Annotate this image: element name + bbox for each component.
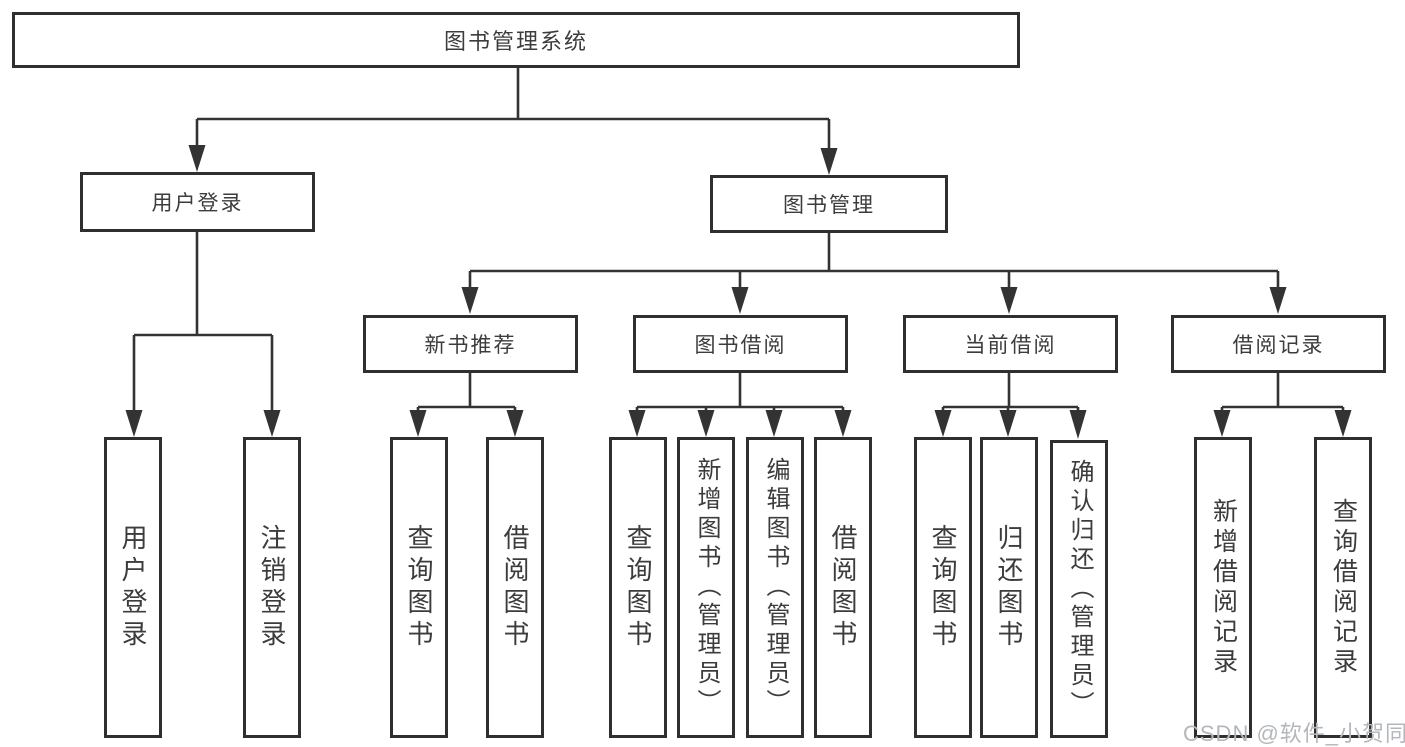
node-label: 用户登录 xyxy=(151,192,244,215)
node-root-library-management-system: 图书管理系统 xyxy=(12,12,1020,68)
arrowheads xyxy=(125,145,1352,439)
arrowhead-icon xyxy=(834,410,852,437)
arrowhead-icon xyxy=(1213,410,1231,437)
leaf-edit-books-admin: 编辑图书（管理员） xyxy=(746,437,804,738)
leaf-label: 新增图书（管理员） xyxy=(693,457,720,718)
leaf-label: 编辑图书（管理员） xyxy=(762,457,789,718)
arrowhead-icon xyxy=(1269,287,1287,314)
arrowhead-icon xyxy=(461,287,479,314)
node-label: 新书推荐 xyxy=(424,334,517,357)
leaf-label: 查询图书 xyxy=(928,523,958,652)
watermark: CSDN @软件_小贺同学 xyxy=(1183,721,1405,746)
arrowhead-icon xyxy=(409,410,427,437)
arrowhead-icon xyxy=(1334,410,1352,437)
leaf-user-login: 用户登录 xyxy=(104,437,162,738)
arrowhead-icon xyxy=(506,410,524,437)
node-new-book-recommendation: 新书推荐 xyxy=(363,315,578,373)
arrowhead-icon xyxy=(188,145,206,172)
arrowhead-icon xyxy=(765,410,783,437)
node-label: 借阅记录 xyxy=(1232,334,1325,357)
node-label: 当前借阅 xyxy=(964,334,1057,357)
leaf-add-borrow-record: 新增借阅记录 xyxy=(1194,437,1252,738)
leaf-borrow-books-borrowing: 借阅图书 xyxy=(814,437,872,738)
leaf-label: 新增借阅记录 xyxy=(1209,497,1238,678)
leaf-label: 用户登录 xyxy=(118,523,148,652)
arrowhead-icon xyxy=(999,410,1017,437)
node-current-borrowing: 当前借阅 xyxy=(903,315,1118,373)
arrowhead-icon xyxy=(125,410,143,437)
arrowhead-icon xyxy=(628,410,646,437)
arrowhead-icon xyxy=(1000,287,1018,314)
node-label: 图书管理系统 xyxy=(443,29,588,54)
node-label: 图书借阅 xyxy=(694,334,787,357)
arrowhead-icon xyxy=(697,410,715,437)
leaf-label: 借阅图书 xyxy=(500,523,530,652)
arrowhead-icon xyxy=(1069,410,1087,439)
node-user-login: 用户登录 xyxy=(80,172,315,232)
node-book-borrowing: 图书借阅 xyxy=(633,315,848,373)
connector-lines xyxy=(132,68,1345,412)
leaf-query-borrow-record: 查询借阅记录 xyxy=(1314,437,1372,738)
leaf-return-books: 归还图书 xyxy=(980,437,1038,738)
leaf-label: 借阅图书 xyxy=(828,523,858,652)
leaf-logout: 注销登录 xyxy=(243,437,301,738)
leaf-label: 注销登录 xyxy=(257,523,287,652)
arrowhead-icon xyxy=(263,410,281,437)
leaf-query-books-borrowing: 查询图书 xyxy=(609,437,667,738)
leaf-label: 查询借阅记录 xyxy=(1329,497,1358,678)
leaf-label: 查询图书 xyxy=(404,523,434,652)
leaf-label: 归还图书 xyxy=(994,523,1024,652)
node-borrowing-records: 借阅记录 xyxy=(1171,315,1386,373)
node-label: 图书管理 xyxy=(783,194,875,217)
leaf-label: 确认归还（管理员） xyxy=(1066,458,1093,720)
arrowhead-icon xyxy=(820,148,838,175)
leaf-query-books-recommend: 查询图书 xyxy=(390,437,448,738)
arrowhead-icon xyxy=(934,410,952,437)
leaf-add-books-admin: 新增图书（管理员） xyxy=(677,437,735,738)
leaf-confirm-return-admin: 确认归还（管理员） xyxy=(1050,440,1108,738)
leaf-query-books-current: 查询图书 xyxy=(914,437,972,738)
node-book-management: 图书管理 xyxy=(710,175,948,233)
leaf-borrow-books-recommend: 借阅图书 xyxy=(486,437,544,738)
arrowhead-icon xyxy=(731,287,749,314)
leaf-label: 查询图书 xyxy=(623,523,653,652)
